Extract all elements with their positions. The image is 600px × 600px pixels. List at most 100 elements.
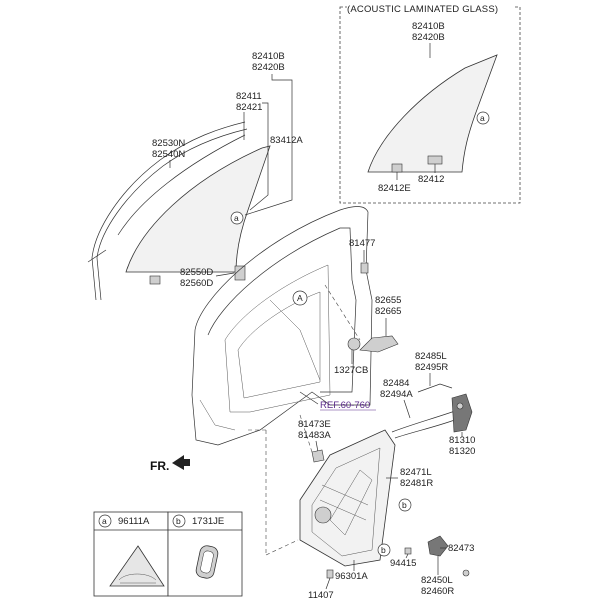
guide-3 [265,539,299,556]
latch-icon [451,393,473,433]
motor-label: 82473 [448,543,474,554]
acoustic-part-b: 82420B [412,32,445,43]
legend-b-letter: b [176,516,181,526]
bumper-label: 81477 [349,238,375,249]
glass-leader [244,74,293,216]
ref-leader [299,391,319,405]
regulator-label-a: 82471L [400,467,432,478]
acoustic-callout: a [480,113,485,123]
door-inner-outline [207,227,357,393]
run-channel-inner [96,128,248,301]
bumper-icon [360,262,369,274]
acoustic-title: (ACOUSTIC LAMINATED GLASS) [347,4,498,15]
handle-icon [359,335,399,353]
regulator-group: 81473E 81483A 82471L 82481R b b 82473 82… [298,419,474,600]
latch-label-b: 81320 [449,446,475,457]
latch-detail [456,402,464,410]
legend-b-circle [172,514,186,528]
run-channel-outer [91,121,246,301]
glass-stopper-icon [149,275,161,285]
cable-leader [403,399,411,419]
plug-inner-icon [200,550,214,574]
regulator-rail [329,469,373,536]
cable-label-b: 82494A [380,389,413,400]
glass-callout: a [234,213,239,223]
front-marker-label: FR. [150,459,169,473]
grommet-label: 1327CB [334,365,368,376]
cable-icon-1 [391,409,459,433]
striker-label-a: 81473E [298,419,331,430]
sash-label-a: 82411 [236,91,262,102]
striker-leader [315,440,319,453]
clip-callout: b [381,545,386,555]
sash-leader [249,102,269,211]
speaker-hole-icon [314,506,332,524]
door-body: A 81477 1327CB 82655 82665 REF.60-760 [191,206,401,446]
stopper-leader [215,272,235,277]
regulator-callout-circle [398,498,412,512]
acoustic-title-bg [347,3,515,13]
acoustic-part-a: 82410B [412,21,445,32]
door-lower-edge [199,399,236,431]
striker-label-b: 81483A [298,430,331,441]
cable-label-a: 82484 [383,378,409,389]
door-glass-icon [125,145,271,273]
handle-label-b: 82665 [375,306,401,317]
grommet-icon [347,337,361,351]
glass-label-a: 82410B [252,51,285,62]
legend-a: a 96111A [93,511,169,597]
latch-group: 82485L 82495R 82484 82494A 81310 81320 [380,351,475,457]
module-panel-icon [299,429,396,567]
weatherstrip-label-a: 82530N [152,138,185,149]
ref-label: REF.60-760 [320,400,370,411]
sash-label-b: 82421 [236,102,262,113]
latch-label-a: 81310 [449,435,475,446]
legend-a-letter: a [102,516,107,526]
screw-icon [326,569,334,579]
acoustic-bracket-right-label: 82412 [418,174,444,185]
rod-icon [417,383,453,393]
sash-trim [117,134,246,236]
motor-assy-label-b: 82460R [421,586,454,597]
acoustic-bracket-left-icon [391,163,403,173]
bolt-leader [405,553,409,559]
front-arrow-icon [172,455,190,470]
door-frame-outline [191,206,373,446]
screw-leader [325,577,331,590]
sticker-detail-1 [118,573,157,581]
motor-assy-label-a: 82450L [421,575,453,586]
run-channel-end [87,249,107,263]
glass-bracket-icon [234,265,246,281]
clip-callout-circle [377,543,391,557]
rod-label-a: 82485L [415,351,447,362]
legend-a-part: 96111A [118,516,150,527]
legend-a-circle [98,514,112,528]
regulator-label-b: 82481R [400,478,433,489]
acoustic-glass-icon [367,54,498,173]
stopper-label-a: 82550D [180,267,213,278]
door-opening [237,291,321,399]
clip-label: 96301A [335,571,368,582]
window-glass-group: a 82410B 82420B 82411 82421 83412A 82530… [87,51,303,301]
motor-screw-icon [462,569,470,577]
striker-icon [311,449,325,463]
legend-b-part: 1731JE [192,516,224,527]
regulator-cable-1 [321,484,369,506]
door-callout-circle [292,290,308,306]
weatherstrip-label-b: 82540N [152,149,185,160]
acoustic-callout-circle [476,111,490,125]
front-marker: FR. [150,455,190,473]
acoustic-glass-panel: (ACOUSTIC LAMINATED GLASS) 82410B 82420B… [339,3,521,204]
glass-callout-circle [230,211,244,225]
handle-label-a: 82655 [375,295,401,306]
door-brace [269,299,321,381]
legend-b: b 1731JE [167,511,243,597]
screw-label: 11407 [308,590,334,600]
bolt-label: 94415 [390,558,416,569]
rod-label-b: 82495R [415,362,448,373]
guide-5 [324,284,361,341]
module-panel-inner [311,447,381,557]
glass-label-b: 82420B [252,62,285,73]
acoustic-bracket-left-label: 82412E [378,183,411,194]
